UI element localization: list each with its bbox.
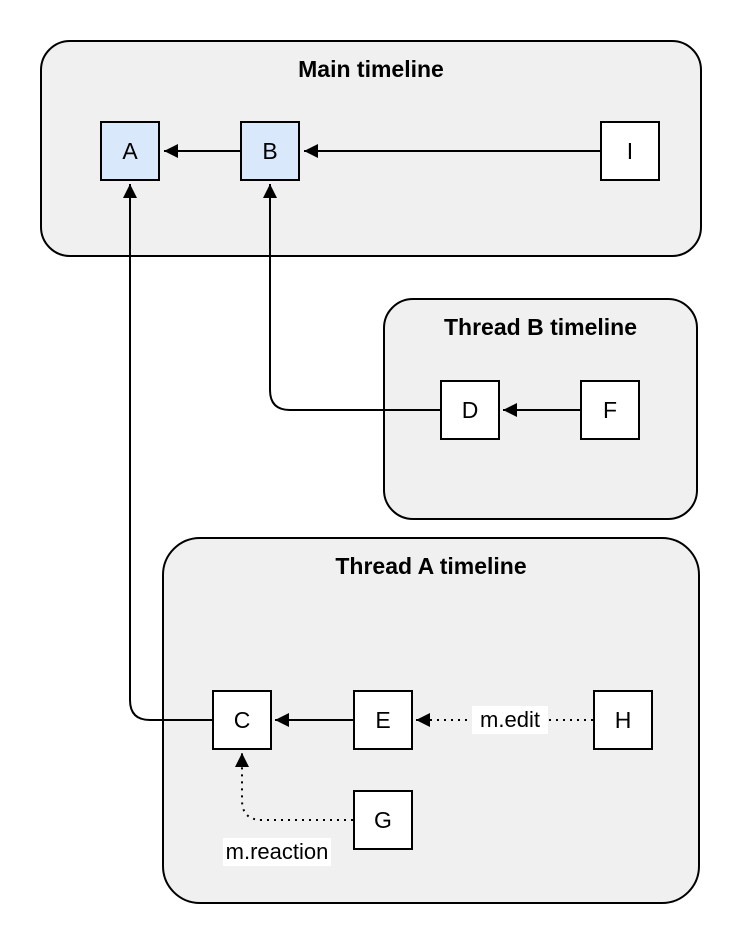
node-event-g: G xyxy=(353,790,413,850)
node-label: F xyxy=(602,396,618,423)
node-event-h: H xyxy=(593,690,653,750)
node-label: A xyxy=(122,137,138,164)
edge-label-m-reaction: m.reaction xyxy=(223,838,331,866)
node-label: E xyxy=(375,706,391,733)
node-event-a: A xyxy=(100,121,160,181)
node-event-b: B xyxy=(240,121,300,181)
node-label: G xyxy=(374,806,392,833)
node-label: D xyxy=(461,396,479,423)
edge-g-to-c xyxy=(235,753,353,821)
node-event-f: F xyxy=(580,380,640,440)
node-event-c: C xyxy=(212,690,272,750)
edge-d-to-b xyxy=(263,184,440,411)
group-title: Main timeline xyxy=(298,56,444,82)
node-event-i: I xyxy=(600,121,660,181)
node-label: B xyxy=(262,137,278,164)
node-event-d: D xyxy=(440,380,500,440)
edge-c-to-a xyxy=(123,184,212,721)
node-label: H xyxy=(614,706,632,733)
node-label: C xyxy=(233,706,251,733)
edge-label-m-edit: m.edit xyxy=(472,706,548,734)
node-event-e: E xyxy=(353,690,413,750)
group-title: Thread B timeline xyxy=(444,314,637,340)
group-title: Thread A timeline xyxy=(335,553,527,579)
node-label: I xyxy=(626,137,634,164)
